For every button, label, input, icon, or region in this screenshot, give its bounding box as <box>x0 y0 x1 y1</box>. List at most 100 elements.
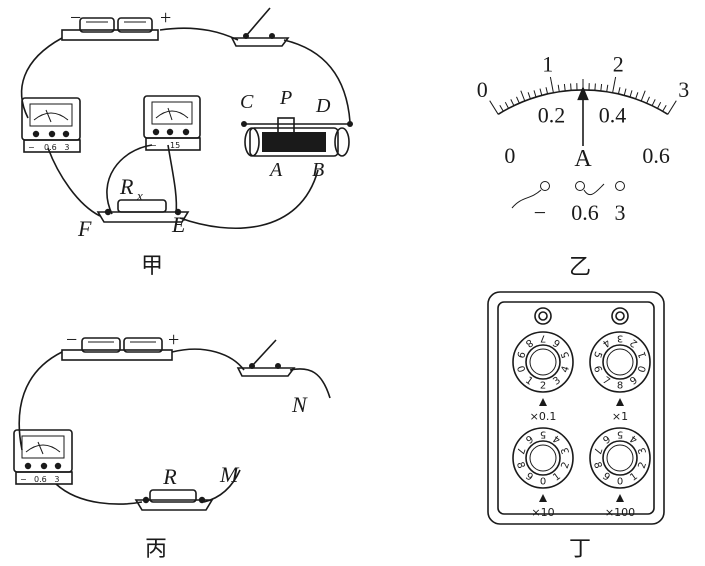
terminal-3 <box>615 181 625 191</box>
resistance-box-inner <box>497 301 655 515</box>
battery-pos-label: + <box>160 7 171 29</box>
dial-tick <box>504 101 509 109</box>
dial-digit: 3 <box>560 446 572 455</box>
dial-digit: 5 <box>617 429 623 440</box>
dial-tick <box>612 76 617 93</box>
dial-tick <box>629 90 633 98</box>
dial-multiplier-label: ×0.1 <box>530 410 557 423</box>
dial-digit: 1 <box>628 471 640 484</box>
dial-pointer-icon <box>616 494 624 502</box>
resistor-r: R <box>134 464 214 511</box>
wire-battery-ammeter-bing <box>18 351 63 451</box>
ammeter-jia: − 0.6 3 <box>21 97 81 153</box>
resistor-rx-label: R <box>119 174 134 199</box>
voltmeter-neg-label: − <box>150 141 157 150</box>
dial-pointer-icon <box>616 398 624 406</box>
wire-battery-ammeter <box>20 37 63 119</box>
rheostat-label-D: D <box>315 95 331 117</box>
dial-tick <box>667 100 677 115</box>
ammeter-scale-label: 0.6 3 <box>44 143 69 152</box>
battery-bing-neg-label: − <box>66 329 77 351</box>
dial-bottom-tick-label: 0 <box>504 143 515 168</box>
dial-digit: 8 <box>617 381 623 392</box>
caption-bing: 丙 <box>145 536 167 561</box>
dial-tick <box>606 84 609 92</box>
dial-multiplier-label: ×1 <box>612 410 628 423</box>
dial-digit: 8 <box>514 461 526 470</box>
dial-tick <box>557 84 560 92</box>
dial-digit: 1 <box>523 375 535 388</box>
dial-digit: 1 <box>551 471 563 484</box>
dial-digit: 7 <box>591 446 603 455</box>
panel-bing: − + − 0.6 3 R N <box>13 329 331 561</box>
terminal-E-label: E <box>171 212 186 237</box>
wire-R-M <box>203 469 241 503</box>
battery-bing: − + <box>61 329 179 361</box>
panel-jia: − + − 0.6 3 <box>20 7 353 278</box>
terminal-F-label: F <box>77 216 92 241</box>
dial-tick <box>527 92 531 100</box>
rheostat-label-P: P <box>279 87 292 109</box>
battery-bing-pos-label: + <box>168 329 179 351</box>
dial-tick <box>662 104 667 112</box>
ammeter-bing-scale-label: 0.6 3 <box>34 475 59 484</box>
wire-battery-switch <box>159 27 239 41</box>
terminal-label-0-6: 0.6 <box>571 200 599 225</box>
resistance-box-outer <box>487 291 665 525</box>
dial-digit: 9 <box>523 471 535 484</box>
dial-digit: 9 <box>600 471 612 484</box>
dial-pointer-icon <box>539 494 547 502</box>
dial-digit: 9 <box>514 350 526 359</box>
wire-ammeter-R <box>55 483 143 505</box>
dial-multiplier-label: ×10 <box>531 506 554 519</box>
dial-digit: 6 <box>551 336 563 349</box>
dial-inner-ring <box>525 440 561 476</box>
ammeter-bing: − 0.6 3 <box>13 429 73 485</box>
dial-bottom-tick-label: 0.2 <box>538 102 566 127</box>
caption-ding: 丁 <box>569 536 591 561</box>
dial-digit: 5 <box>591 350 603 359</box>
dial-tick <box>635 92 639 100</box>
dial-top-tick-label: 1 <box>542 51 553 76</box>
dial-ticks <box>489 76 677 115</box>
end-label-N: N <box>291 392 308 417</box>
wire-voltmeter-F <box>106 144 153 215</box>
dial-knob-cap <box>529 444 557 472</box>
dial-tick <box>640 90 646 102</box>
switch-jia <box>230 7 290 47</box>
dial-inner-ring <box>525 344 561 380</box>
dial-knob-cap <box>606 348 634 376</box>
dial-top-tick-label: 0 <box>477 77 488 102</box>
box-terminal-right <box>611 307 629 325</box>
dial-digit: 9 <box>628 375 640 388</box>
dial-digit: 1 <box>637 350 649 359</box>
dial-digit: 7 <box>540 333 546 344</box>
dial-tick <box>646 96 650 104</box>
dial-outer-ring <box>512 427 574 489</box>
rheostat-jia: C P D A B <box>240 87 353 181</box>
terminal-neg <box>540 181 550 191</box>
dial-digit: 0 <box>540 477 546 488</box>
wire-ammeter-F <box>47 147 101 217</box>
dial-knob-cap <box>606 444 634 472</box>
terminal-0-6-wire <box>583 183 605 196</box>
battery-neg-label: − <box>70 7 81 29</box>
dial-tick <box>533 90 537 98</box>
wire-E-rheostat <box>179 169 319 230</box>
terminal-neg-wire <box>511 189 542 209</box>
dial-tick <box>623 88 627 96</box>
dial-digit: 2 <box>637 461 649 470</box>
dial-tick <box>651 99 656 106</box>
resistor-rx-subscript: x <box>136 188 143 203</box>
voltmeter-scale-label: 15 <box>170 141 180 150</box>
dial-tick <box>600 83 603 92</box>
dial-tick <box>499 104 504 112</box>
